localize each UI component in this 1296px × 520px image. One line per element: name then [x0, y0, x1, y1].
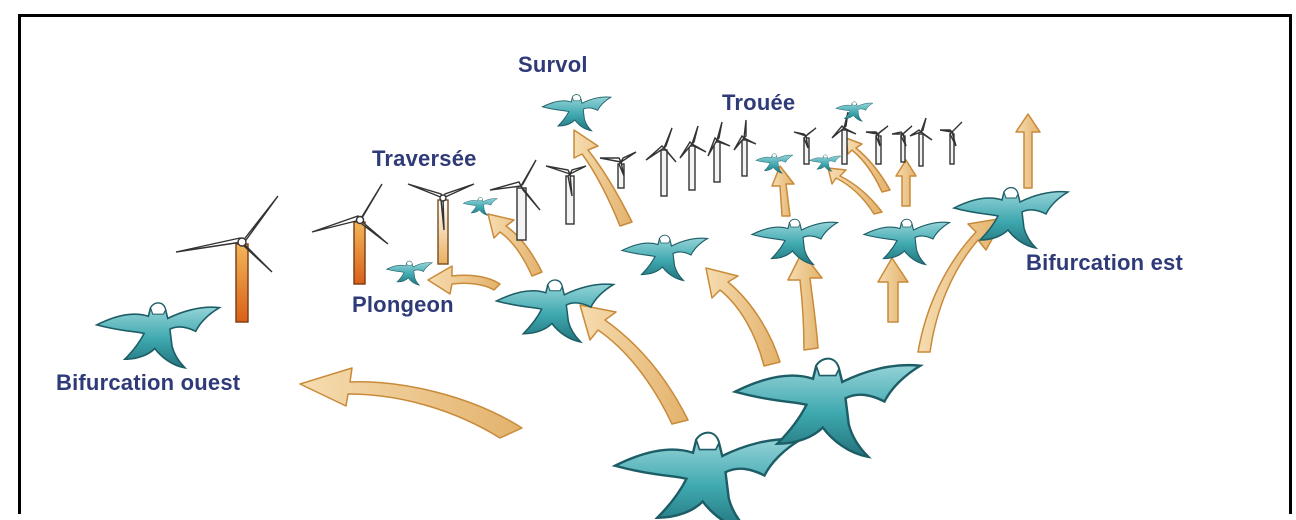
wind-turbine-icon	[734, 120, 756, 176]
wind-turbine-icon	[794, 128, 816, 164]
wind-turbine-icon	[940, 122, 962, 164]
label-survol: Survol	[518, 52, 588, 78]
bird-icon	[836, 102, 873, 122]
label-trouee: Trouée	[722, 90, 795, 116]
flight-arrow-icon	[896, 160, 916, 206]
wind-turbine-icon	[546, 166, 586, 224]
flight-arrow-icon	[428, 266, 500, 294]
bird-icon	[97, 303, 220, 368]
bird-icon	[622, 235, 708, 280]
flight-arrow-icon	[772, 166, 794, 216]
flight-arrow-icon	[706, 268, 780, 366]
bird-icon	[864, 219, 950, 264]
label-traversee: Traversée	[372, 146, 477, 172]
flight-arrow-icon	[788, 252, 822, 350]
bird-icon	[752, 219, 838, 264]
label-bifurcation-ouest: Bifurcation ouest	[56, 370, 240, 396]
flight-arrow-icon	[1016, 114, 1040, 188]
wind-turbine-icon	[408, 184, 474, 264]
bird-icon	[463, 197, 497, 215]
flight-arrow-icon	[878, 258, 908, 322]
wind-turbine-icon	[680, 126, 706, 190]
wind-turbine-icon	[646, 128, 676, 196]
bird-icon	[615, 433, 800, 520]
wind-turbine-icon	[866, 126, 888, 164]
label-plongeon: Plongeon	[352, 292, 454, 318]
wind-turbine-icon	[312, 184, 388, 284]
flight-arrow-icon	[300, 368, 522, 438]
label-bifurcation-est: Bifurcation est	[1026, 250, 1183, 276]
wind-turbine-icon	[892, 126, 912, 162]
wind-turbine-icon	[910, 118, 932, 166]
bird-icon	[542, 95, 610, 131]
bird-icon	[756, 154, 793, 174]
wind-turbine-icon	[176, 196, 278, 322]
flight-arrow-icon	[488, 214, 542, 276]
wind-turbine-icon	[708, 122, 730, 182]
wind-turbines	[176, 112, 962, 322]
bird-icon	[387, 261, 433, 285]
flight-arrow-icon	[580, 305, 688, 424]
